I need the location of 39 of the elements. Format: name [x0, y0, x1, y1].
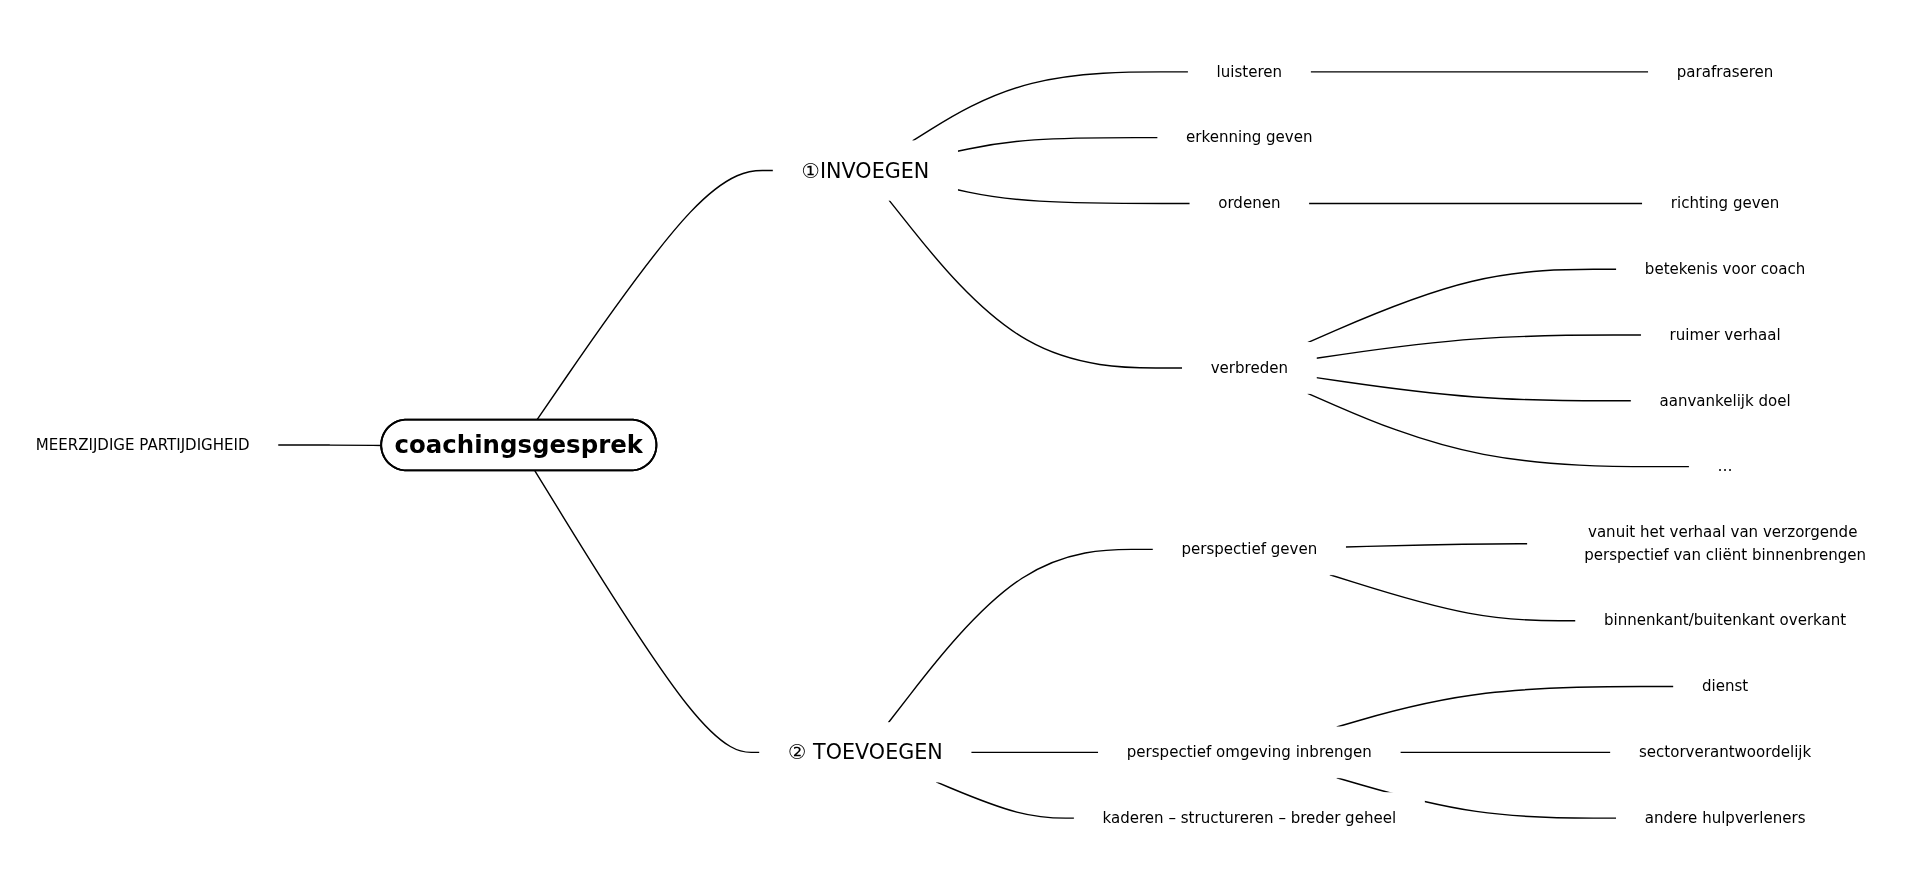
- connector: [1329, 574, 1577, 622]
- connector: [534, 470, 761, 754]
- node-text: ①INVOEGEN: [801, 158, 930, 183]
- connector: [1306, 268, 1618, 344]
- node-text: kaderen – structureren – breder geheel: [1102, 808, 1397, 827]
- connector: [1315, 334, 1643, 359]
- node-text: betekenis voor coach: [1644, 259, 1806, 278]
- connector: [911, 71, 1190, 142]
- node-text: parafraseren: [1676, 62, 1774, 81]
- node-text: MEERZIJDIGE PARTIJDIGHEID: [35, 435, 250, 454]
- node-text: perspectief geven: [1181, 539, 1318, 558]
- connector: [970, 751, 1100, 754]
- connector: [1309, 71, 1650, 73]
- connector: [1307, 202, 1644, 205]
- connector: [1399, 751, 1612, 754]
- node-text: vanuit het verhaal van verzorgende perspectief van cliënt binnenbrengen: [1584, 523, 1867, 564]
- connector: [888, 199, 1184, 369]
- node-text: ordenen: [1218, 194, 1281, 212]
- node-text: verbreden: [1210, 358, 1288, 377]
- connector: [956, 136, 1159, 152]
- connector: [1315, 376, 1632, 402]
- node-text: binnenkant/buitenkant overkant: [1604, 611, 1847, 630]
- connector: [935, 781, 1076, 819]
- connector: [1306, 392, 1691, 468]
- node-text: richting geven: [1670, 194, 1780, 212]
- node-text: ruimer verhaal: [1669, 325, 1781, 344]
- node-text: perspectief omgeving inbrengen: [1126, 742, 1372, 761]
- node-text: luisteren: [1216, 62, 1283, 81]
- node-text: sectorverantwoordelijk: [1638, 742, 1812, 761]
- node-text: ② TOEVOEGEN: [787, 740, 943, 765]
- connector: [956, 189, 1191, 205]
- node-text: dienst: [1701, 677, 1749, 696]
- node-text: erkenning geven: [1186, 128, 1313, 147]
- node-text: …: [1717, 457, 1733, 476]
- connector: [887, 548, 1154, 724]
- connector: [1344, 543, 1529, 548]
- connector: [536, 169, 774, 421]
- node-text: andere hulpverleners: [1644, 808, 1806, 827]
- node-text: aanvankelijk doel: [1659, 391, 1791, 410]
